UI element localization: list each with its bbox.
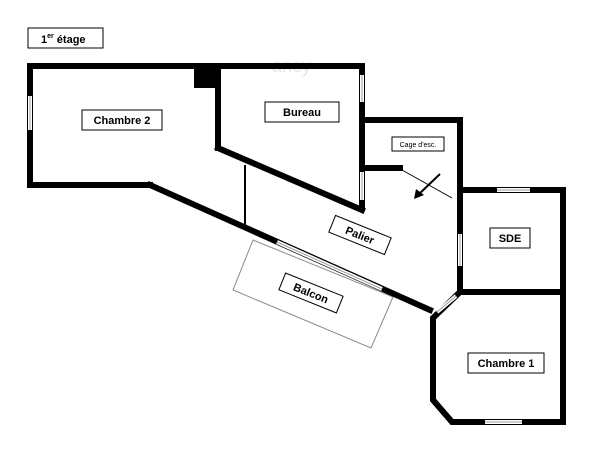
bureau-wall-outer — [215, 63, 365, 209]
sde-label: SDE — [499, 233, 522, 245]
bureau-label-box — [264, 101, 340, 123]
room-labels: Chambre 2 Bureau Cage d'esc. Palier SDE … — [81, 101, 545, 374]
bureau-wall-diagonal — [214, 144, 366, 214]
chambre1-walls — [430, 287, 566, 425]
sde-label-box — [489, 227, 531, 249]
chambre2-label-box — [81, 109, 163, 131]
balcony-outline — [232, 239, 394, 349]
chimney-block — [194, 66, 218, 88]
windows — [28, 75, 530, 424]
cage-walls — [359, 117, 463, 193]
balcon-label-box — [278, 272, 344, 314]
palier-label-box — [328, 214, 392, 256]
arrow-down-left-icon — [401, 169, 453, 199]
chambre2-label: Chambre 2 — [94, 115, 151, 127]
chambre1-label-box — [467, 352, 545, 374]
floor-label-text: 1er étage — [41, 33, 86, 46]
chambre1-label: Chambre 1 — [478, 358, 535, 370]
bureau-label: Bureau — [283, 107, 321, 119]
floor-label: 1er étage — [27, 27, 104, 49]
cage-label: Cage d'esc. — [400, 142, 437, 149]
cage-label-box — [391, 136, 445, 152]
floor-label-box — [27, 27, 104, 49]
